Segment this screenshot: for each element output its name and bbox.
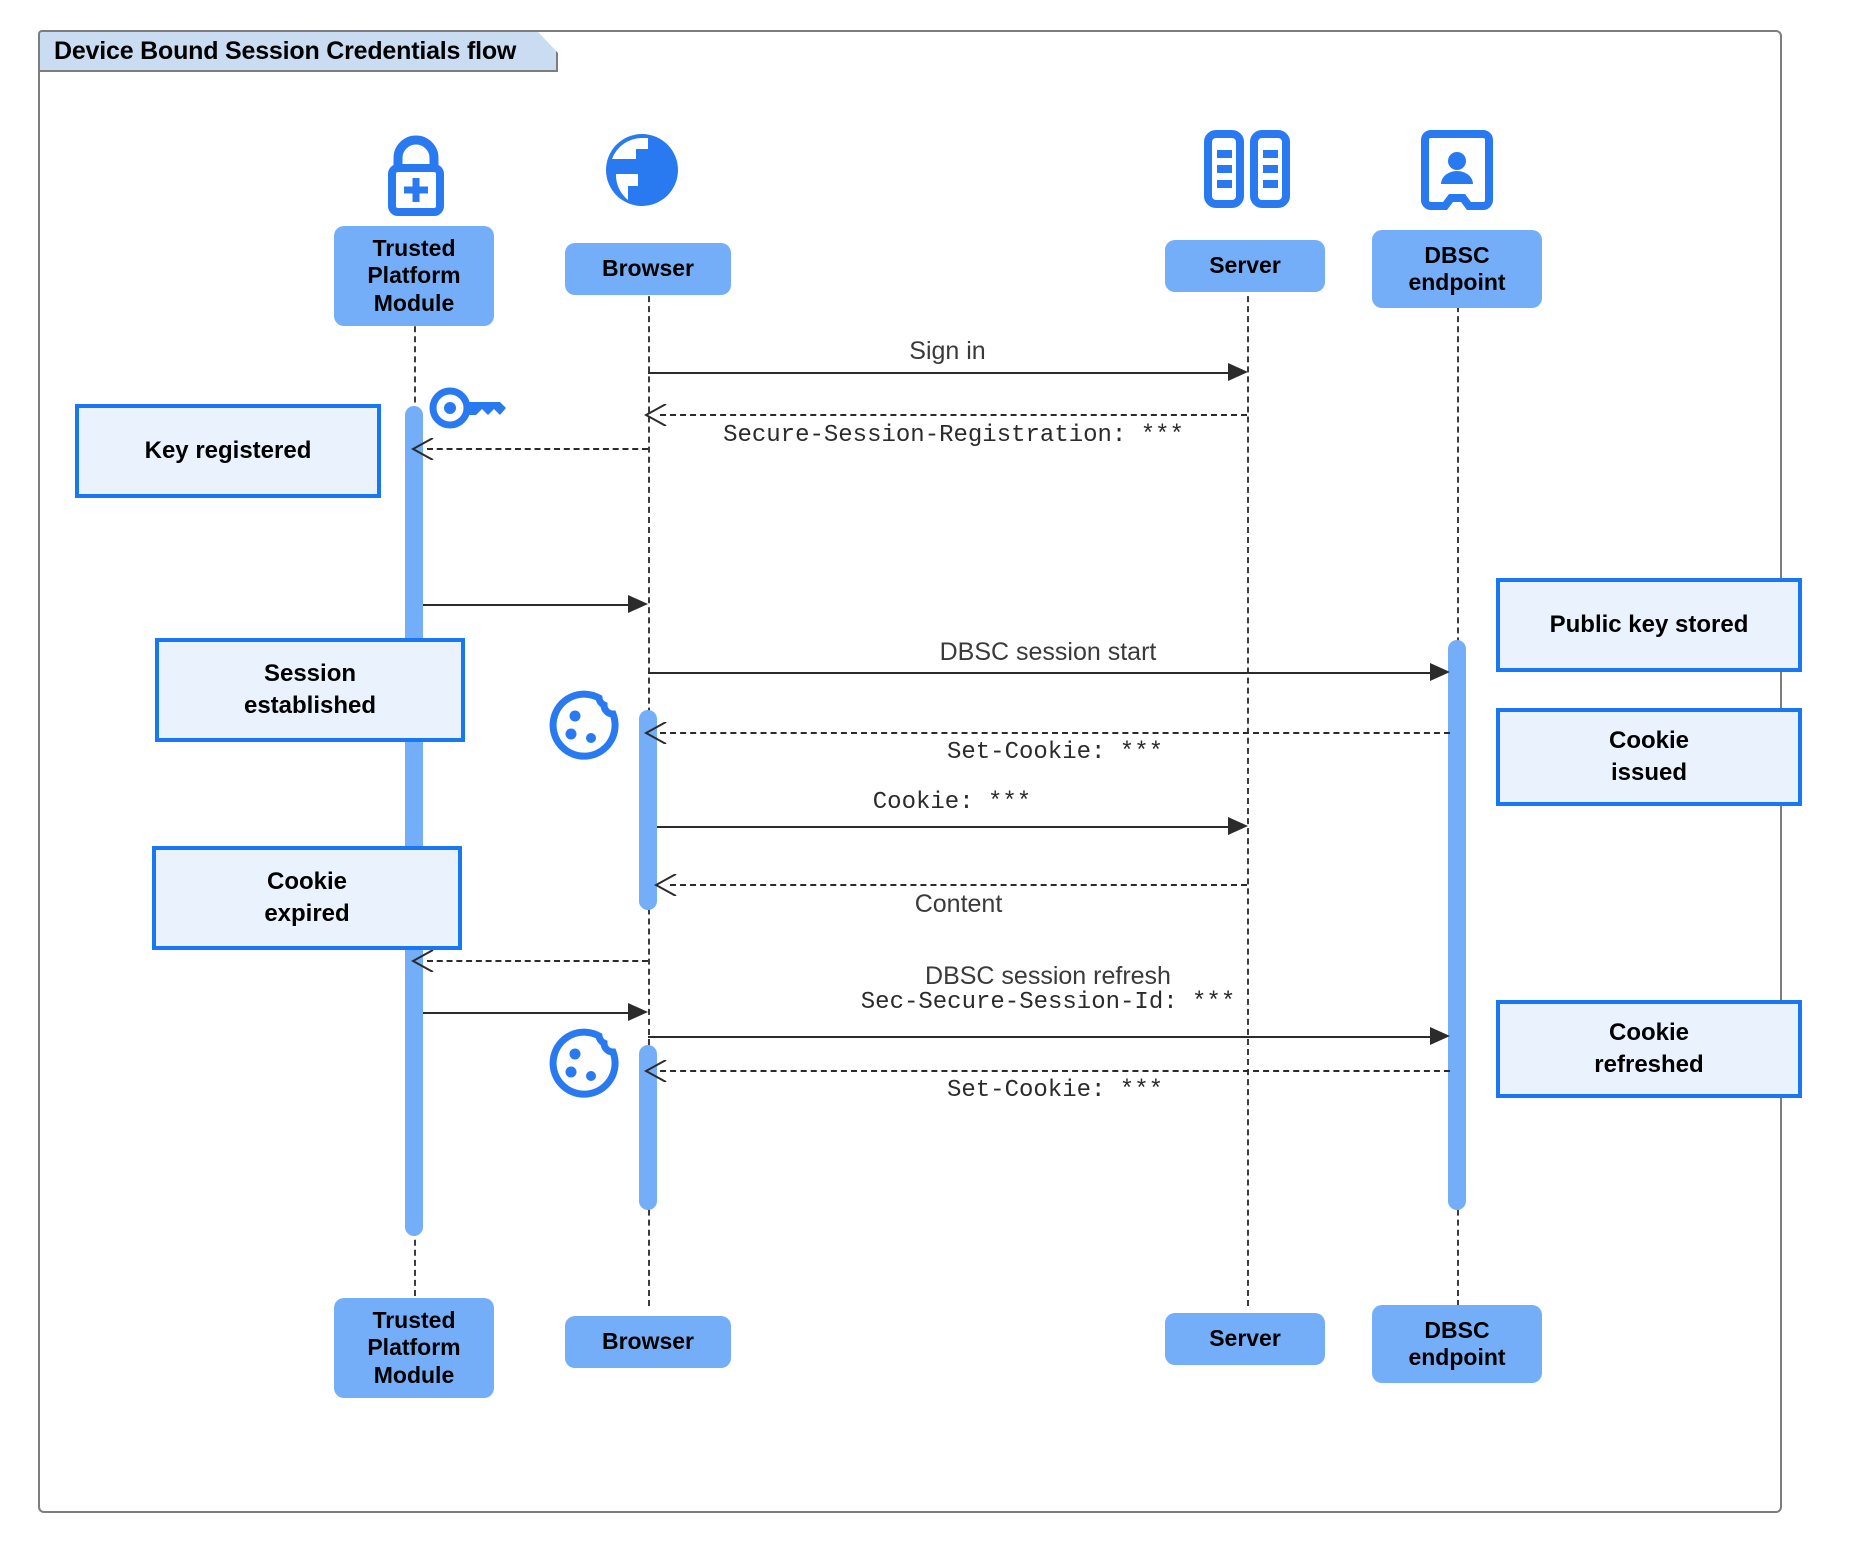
globe-icon <box>600 128 684 212</box>
participant-label-line1: DBSC <box>1424 1316 1490 1343</box>
message-label-dbsc-session-refresh: DBSC session refresh Sec-Secure-Session-… <box>648 962 1448 1017</box>
participant-label: Server <box>1209 1325 1281 1352</box>
message-line-cookie <box>657 826 1234 828</box>
message-line-set-cookie-2 <box>660 1070 1450 1072</box>
participant-label-line2: Platform <box>367 262 461 289</box>
message-label-set-cookie-2: Set-Cookie: *** <box>946 1077 1164 1104</box>
note-text-line1: Cookie <box>266 867 347 895</box>
participant-bottom-tpm[interactable]: Trusted Platform Module <box>334 1298 494 1398</box>
cookie-icon <box>547 1026 621 1100</box>
arrowhead-open <box>653 873 678 901</box>
participant-label-line2: endpoint <box>1408 269 1506 295</box>
participant-top-tpm[interactable]: Trusted Platform Module <box>334 226 494 326</box>
participant-label: Browser <box>601 255 695 282</box>
activation-bar-dbsc <box>1448 640 1466 1210</box>
participant-bottom-server[interactable]: Server <box>1165 1313 1325 1365</box>
message-line-secure-session-registration <box>660 414 1247 416</box>
activation-bar-browser-1 <box>639 710 657 910</box>
participant-top-server[interactable]: Server <box>1165 240 1325 292</box>
note-text-line1: Cookie <box>1608 1018 1689 1046</box>
message-line-dbsc-session-refresh <box>648 1036 1438 1038</box>
message-line-content <box>670 884 1247 886</box>
message-label-cookie: Cookie: *** <box>872 789 1032 816</box>
message-label-content: Content <box>914 890 1003 918</box>
arrowhead-filled <box>1228 817 1248 840</box>
message-line-tpm-to-browser <box>423 604 638 606</box>
note-text-line2: expired <box>264 900 350 927</box>
note-text: Public key stored <box>1549 610 1749 638</box>
arrowhead-filled <box>628 595 648 618</box>
arrowhead-open <box>410 949 435 977</box>
message-label-dbsc-session-start: DBSC session start <box>939 638 1157 666</box>
note-session-established: Session established <box>155 638 465 742</box>
note-text-line1: Session <box>263 659 357 687</box>
arrowhead-filled <box>1430 663 1450 686</box>
message-line-sign-in <box>648 372 1234 374</box>
participant-label-line1: DBSC <box>1424 241 1490 268</box>
message-line-tpm-to-browser-2 <box>423 1012 638 1014</box>
participant-label-line3: Module <box>373 289 455 316</box>
arrowhead-open <box>643 403 668 431</box>
server-rack-icon <box>1200 128 1294 212</box>
cookie-icon <box>547 688 621 762</box>
note-text: Key registered <box>144 436 312 464</box>
participant-label-line1: Trusted <box>372 235 456 262</box>
key-icon <box>428 382 508 434</box>
participant-top-browser[interactable]: Browser <box>565 243 731 295</box>
arrowhead-open <box>410 437 435 465</box>
participant-label-line2: endpoint <box>1408 1344 1506 1370</box>
lock-plus-icon <box>370 128 462 220</box>
arrowhead-filled <box>628 1003 648 1026</box>
note-text-line1: Cookie <box>1608 726 1689 754</box>
arrowhead-open <box>643 721 668 749</box>
participant-label-line2: Platform <box>367 1334 461 1361</box>
note-cookie-issued: Cookie issued <box>1496 708 1802 806</box>
participant-bottom-dbsc[interactable]: DBSC endpoint <box>1372 1305 1542 1383</box>
participant-bottom-browser[interactable]: Browser <box>565 1316 731 1368</box>
note-text-line2: issued <box>1610 759 1688 786</box>
message-label-line2: Sec-Secure-Session-Id: *** <box>860 989 1236 1016</box>
message-label-set-cookie-1: Set-Cookie: *** <box>946 739 1164 766</box>
participant-label-line3: Module <box>373 1361 455 1388</box>
participant-top-dbsc[interactable]: DBSC endpoint <box>1372 230 1542 308</box>
message-line-dbsc-session-start <box>648 672 1438 674</box>
message-line-browser-to-tpm <box>427 960 648 962</box>
note-cookie-refreshed: Cookie refreshed <box>1496 1000 1802 1098</box>
arrowhead-filled <box>1228 363 1248 386</box>
message-label-secure-session-registration: Secure-Session-Registration: *** <box>723 422 1184 449</box>
arrowhead-open <box>643 1059 668 1087</box>
message-label-line1: DBSC session refresh <box>925 962 1171 990</box>
note-key-registered: Key registered <box>75 404 381 498</box>
participant-label: Browser <box>601 1328 695 1355</box>
note-public-key-stored: Public key stored <box>1496 578 1802 672</box>
note-text-line2: refreshed <box>1594 1051 1704 1078</box>
participant-label-line1: Trusted <box>372 1307 456 1334</box>
activation-bar-tpm <box>405 406 423 1236</box>
note-cookie-expired: Cookie expired <box>152 846 462 950</box>
arrowhead-filled <box>1430 1027 1450 1050</box>
note-text-line2: established <box>243 692 377 719</box>
participant-label: Server <box>1209 252 1281 279</box>
frame-title-label: Device Bound Session Credentials flow <box>38 30 558 72</box>
message-line-set-cookie-1 <box>660 732 1450 734</box>
message-label-sign-in: Sign in <box>909 337 986 365</box>
id-badge-icon <box>1421 128 1493 212</box>
lifeline-server <box>1247 276 1249 1306</box>
message-line-key-register <box>427 448 648 450</box>
activation-bar-browser-2 <box>639 1045 657 1210</box>
